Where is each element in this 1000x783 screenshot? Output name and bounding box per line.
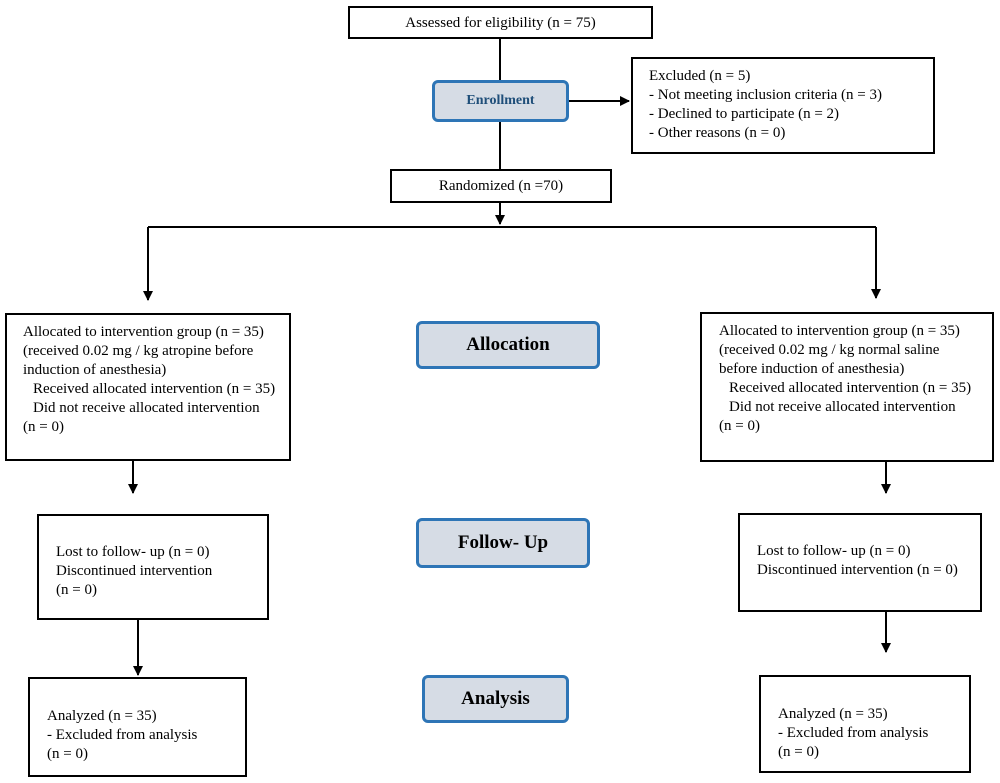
left-analysis-line-2: - Excluded from analysis: [47, 727, 198, 743]
right-allocation-line-5: Did not receive allocated intervention: [729, 399, 956, 415]
left-follow-up-box: Lost to follow- up (n = 0) Discontinued …: [37, 514, 269, 620]
right-follow-up-line-2: Discontinued intervention (n = 0): [757, 562, 958, 578]
analysis-text: Analysis: [461, 688, 530, 709]
left-follow-up-line-1: Lost to follow- up (n = 0): [56, 544, 210, 560]
follow-up-phase-label: Follow- Up: [416, 518, 590, 568]
right-allocation-line-2: (received 0.02 mg / kg normal saline: [719, 342, 940, 358]
left-allocation-line-6: (n = 0): [23, 419, 64, 435]
excluded-line-4: - Other reasons (n = 0): [649, 125, 786, 141]
right-allocation-box: Allocated to intervention group (n = 35)…: [700, 312, 994, 462]
right-allocation-line-6: (n = 0): [719, 418, 760, 434]
right-analysis-box: Analyzed (n = 35) - Excluded from analys…: [759, 675, 971, 773]
follow-up-text: Follow- Up: [457, 532, 549, 553]
enrollment-text: Enrollment: [466, 93, 535, 108]
right-analysis-line-3: (n = 0): [778, 744, 819, 760]
left-follow-up-line-2: Discontinued intervention: [56, 563, 213, 579]
right-allocation-line-4: Received allocated intervention (n = 35): [729, 380, 972, 396]
right-follow-up-line-1: Lost to follow- up (n = 0): [757, 543, 911, 559]
assessed-box: Assessed for eligibility (n = 75): [348, 6, 653, 39]
left-allocation-line-2: (received 0.02 mg / kg atropine before: [23, 343, 254, 359]
left-allocation-line-5: Did not receive allocated intervention: [33, 400, 260, 416]
left-analysis-line-1: Analyzed (n = 35): [47, 708, 157, 724]
excluded-line-1: Excluded (n = 5): [649, 68, 751, 84]
left-allocation-box: Allocated to intervention group (n = 35)…: [5, 313, 291, 461]
left-follow-up-line-3: (n = 0): [56, 582, 97, 598]
left-analysis-line-3: (n = 0): [47, 746, 88, 762]
randomized-text: Randomized (n =70): [438, 178, 564, 194]
right-analysis-line-2: - Excluded from analysis: [778, 725, 929, 741]
analysis-phase-label: Analysis: [422, 675, 569, 723]
left-allocation-line-1: Allocated to intervention group (n = 35): [23, 324, 264, 340]
allocation-phase-label: Allocation: [416, 321, 600, 369]
right-allocation-line-1: Allocated to intervention group (n = 35): [719, 323, 960, 339]
left-allocation-line-4: Received allocated intervention (n = 35): [33, 381, 276, 397]
left-analysis-box: Analyzed (n = 35) - Excluded from analys…: [28, 677, 247, 777]
right-follow-up-box: Lost to follow- up (n = 0) Discontinued …: [738, 513, 982, 612]
excluded-line-2: - Not meeting inclusion criteria (n = 3): [649, 87, 882, 103]
allocation-text: Allocation: [466, 334, 550, 355]
right-allocation-line-3: before induction of anesthesia): [719, 361, 905, 377]
enrollment-phase-label: Enrollment: [432, 80, 569, 122]
right-analysis-line-1: Analyzed (n = 35): [778, 706, 888, 722]
randomized-box: Randomized (n =70): [390, 169, 612, 203]
assessed-text: Assessed for eligibility (n = 75): [405, 15, 596, 31]
excluded-box: Excluded (n = 5) - Not meeting inclusion…: [631, 57, 935, 154]
excluded-line-3: - Declined to participate (n = 2): [649, 106, 840, 122]
left-allocation-line-3: induction of anesthesia): [23, 362, 167, 378]
